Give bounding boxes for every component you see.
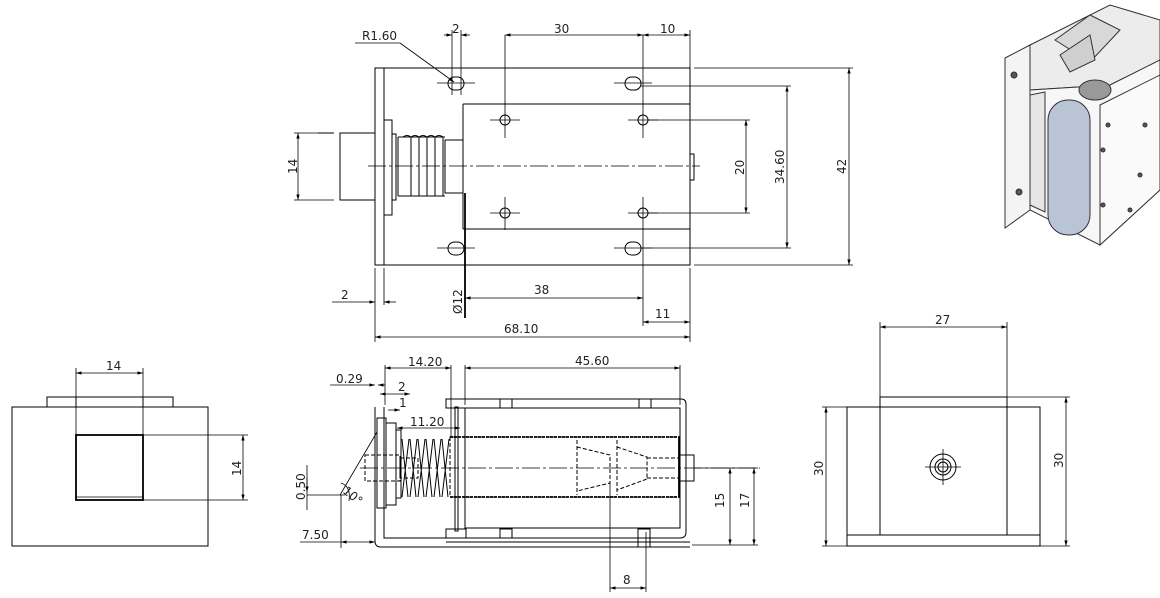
dim-total-height: 17	[738, 493, 752, 508]
dim-chamfer-offset: 0.50	[294, 473, 308, 500]
dim-edge-offset: 10	[660, 22, 675, 36]
dim-slot-width: 2	[452, 22, 460, 36]
dim-front-height-right: 30	[1052, 453, 1066, 468]
dim-hole-to-end: 11	[655, 307, 670, 321]
isometric-view	[1004, 4, 1160, 247]
dim-overall-length: 68.10	[504, 322, 538, 336]
plunger-bore	[449, 436, 681, 498]
dim-spring-length: 11.20	[410, 415, 444, 429]
dim-overall-height: 42	[835, 159, 849, 174]
dim-slot-spacing-y: 34.60	[773, 150, 787, 184]
mounting-holes	[490, 35, 658, 326]
front-view: 27 30 30	[812, 313, 1070, 547]
dim-washer: 1	[399, 396, 407, 410]
dim-plunger-diameter: Ø12	[451, 289, 465, 314]
dim-angle: 10°	[340, 484, 365, 508]
spring	[397, 135, 445, 197]
dim-slot-radius: R1.60	[362, 29, 397, 43]
top-view: 2 30 10 R1.60 14 20 34.60 42 2 Ø1	[286, 22, 853, 342]
dim-center-height: 15	[713, 493, 727, 508]
dim-gap: 0.29	[336, 372, 363, 386]
top-view-dimensions: 2 30 10 R1.60 14 20 34.60 42 2 Ø1	[286, 22, 853, 342]
dim-hole-spacing-y: 20	[733, 160, 747, 175]
dim-flange-thickness: 2	[341, 288, 349, 302]
dim-flange: 2	[398, 380, 406, 394]
bracket	[374, 407, 690, 548]
dim-slot-pitch: 8	[623, 573, 631, 587]
dim-end-height: 14	[230, 461, 244, 476]
side-view-dimensions: 14.20 45.60 0.29 2 1 11.20 0.50 10° 7.50…	[294, 354, 758, 592]
dim-plunger-ext: 14.20	[408, 355, 442, 369]
dim-front-height-left: 30	[812, 461, 826, 476]
plunger	[339, 132, 376, 201]
side-view: 14.20 45.60 0.29 2 1 11.20 0.50 10° 7.50…	[294, 354, 760, 592]
dim-tip-offset: 7.50	[302, 528, 329, 542]
plunger-face	[75, 434, 144, 501]
dim-plunger-height: 14	[286, 159, 300, 174]
dim-front-width: 27	[935, 313, 950, 327]
end-tab	[689, 153, 695, 181]
end-view: 14 14	[11, 359, 248, 547]
dim-hole-to-plunger: 38	[534, 283, 549, 297]
dim-end-width: 14	[106, 359, 121, 373]
flange	[383, 119, 393, 216]
dim-body-length: 45.60	[575, 354, 609, 368]
dim-hole-spacing-x: 30	[554, 22, 569, 36]
coil-cylinder	[1047, 99, 1091, 236]
